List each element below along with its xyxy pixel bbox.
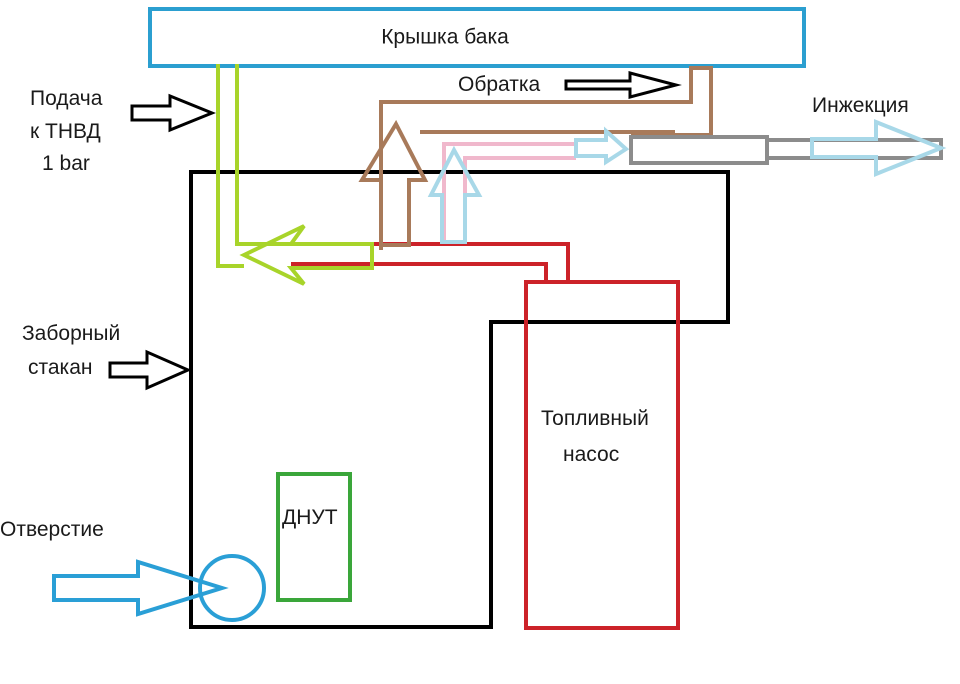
feed-line-inner (235, 64, 291, 246)
level-sensor-label: ДНУТ (282, 506, 338, 529)
injector-fitting (629, 135, 769, 165)
opening-circle (198, 554, 266, 622)
intake-cup-outline (189, 170, 730, 629)
fuel-pump-label-line1: Топливный (541, 407, 649, 430)
intake-cup-arrow (108, 349, 192, 391)
pump-outlet-line-inner (291, 262, 548, 282)
feed-arrow (239, 224, 374, 286)
return-label: Обратка (458, 73, 541, 96)
return-arrow (358, 119, 429, 247)
intake-cup-label-line2: стакан (28, 356, 93, 379)
injection-right-arrow (574, 126, 630, 166)
injection-up-arrow (427, 145, 483, 244)
injection-label: Инжекция (812, 94, 909, 117)
feed-label-arrow (130, 93, 216, 133)
fuel-pump-label-line2: насос (563, 443, 619, 466)
injection-out-arrow (810, 119, 947, 177)
fuel-pump-box (524, 280, 680, 630)
tank-lid-label: Крышка бака (381, 26, 509, 49)
level-sensor-box (276, 472, 352, 602)
feed-line (216, 64, 244, 268)
feed-label-line2: к ТНВД (30, 120, 101, 143)
feed-label-line1: Подача (30, 87, 103, 110)
return-label-arrow (564, 71, 682, 99)
intake-cup-label-line1: Заборный (22, 322, 120, 345)
opening-label: Отверстие (0, 518, 104, 541)
opening-arrow (52, 559, 229, 617)
tank-lid-box (148, 7, 806, 68)
feed-label-line3: 1 bar (42, 152, 90, 175)
